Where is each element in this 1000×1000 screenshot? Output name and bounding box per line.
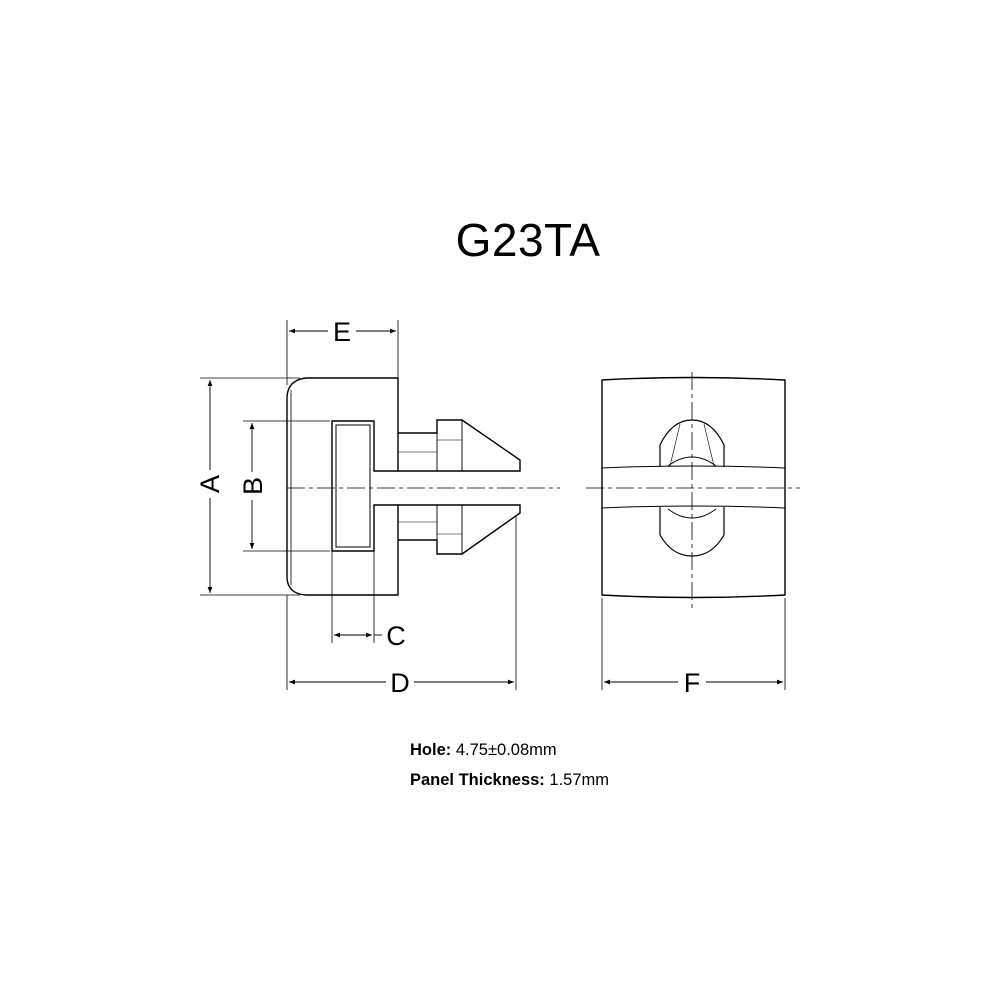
spec-panel-label: Panel Thickness: xyxy=(410,771,545,789)
dim-label-e: E xyxy=(333,317,351,347)
head-cavity xyxy=(335,424,371,548)
spec-hole: Hole: 4.75±0.08mm xyxy=(410,741,557,760)
dim-label-c: C xyxy=(386,621,406,651)
part-number-title: G23TA xyxy=(455,214,601,266)
upper-prong xyxy=(398,419,521,472)
dim-label-a: A xyxy=(195,475,225,493)
spec-hole-label: Hole: xyxy=(410,741,452,759)
head-outline xyxy=(286,377,399,596)
dim-label-f: F xyxy=(684,668,701,698)
front-outline xyxy=(601,376,786,599)
dim-label-d: D xyxy=(390,668,410,698)
spec-panel-thickness: Panel Thickness: 1.57mm xyxy=(410,771,609,790)
spec-hole-value: 4.75±0.08mm xyxy=(455,741,557,759)
front-slot xyxy=(601,465,786,509)
dim-label-b: B xyxy=(238,477,268,495)
front-view xyxy=(601,376,786,599)
side-view xyxy=(286,377,521,596)
extension-lines xyxy=(200,320,786,690)
lower-prong xyxy=(398,504,521,555)
spec-panel-value: 1.57mm xyxy=(549,771,610,789)
